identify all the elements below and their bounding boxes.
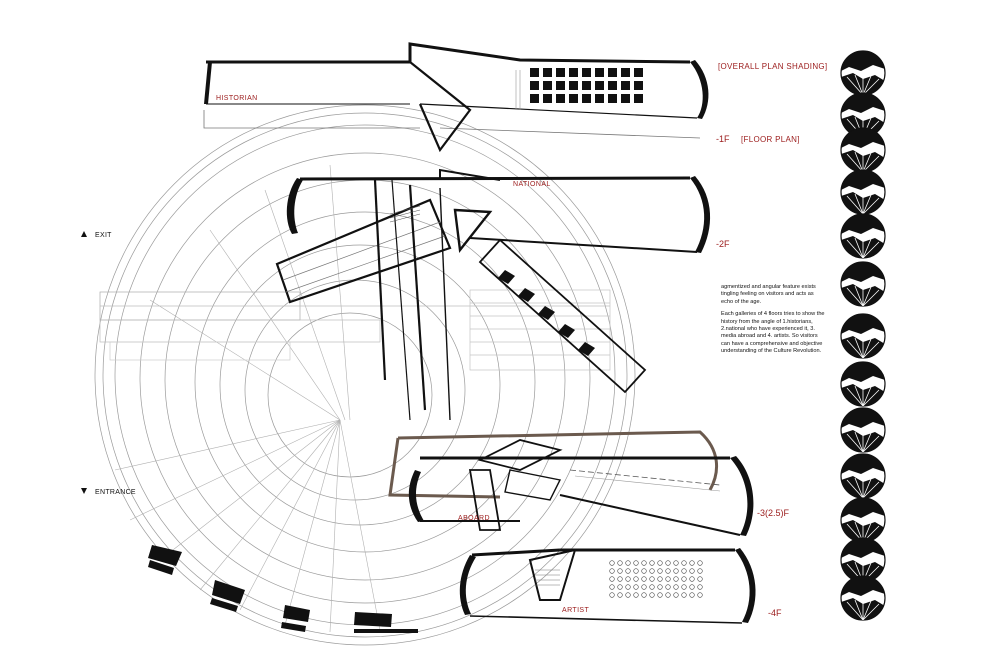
label-artist: ARTIST: [562, 607, 589, 614]
shading-disc: [841, 408, 885, 452]
description-paragraph-1: agmentized and angular feature exists ti…: [721, 284, 816, 305]
label-exit: EXIT: [95, 232, 112, 239]
description-paragraph-2: Each galleries of 4 floors tries to show…: [721, 311, 825, 355]
shading-disc: [841, 362, 885, 406]
shading-disc: [841, 51, 885, 95]
floor-1-window-grid: [530, 68, 643, 103]
floor-4-gallery: ARTIST: [459, 548, 756, 624]
shading-disc: [841, 262, 885, 306]
floor-3-gallery: ABOARD: [388, 430, 754, 536]
shading-disc: [841, 498, 885, 542]
shading-disc: [841, 576, 885, 620]
floor-label-1: -1F: [716, 134, 730, 144]
label-entrance: ENTRANCE: [95, 489, 136, 496]
entrance-wall-blocks: [148, 545, 418, 633]
label-national: NATIONAL: [513, 181, 551, 188]
description-text: agmentized and angular feature exists ti…: [721, 284, 827, 361]
floor-label-4: -4F: [768, 608, 782, 618]
triangle-down-icon: [81, 488, 87, 494]
shading-disc: [841, 170, 885, 214]
floor-1-gallery: HISTORIAN: [203, 42, 709, 153]
shading-disc: [841, 454, 885, 498]
floor-4-dot-grid: [609, 560, 703, 598]
label-historian: HISTORIAN: [216, 95, 258, 102]
triangle-up-icon: [81, 231, 87, 237]
entrance-marker: ENTRANCE: [81, 488, 136, 496]
heading-overall-plan-shading: [OVERALL PLAN SHADING]: [718, 62, 827, 71]
shading-disc: [841, 314, 885, 358]
heading-floor-plan: [FLOOR PLAN]: [741, 135, 800, 144]
shading-disc: [841, 214, 885, 258]
exit-marker: EXIT: [81, 231, 112, 239]
floor-label-2: -2F: [716, 239, 730, 249]
floor-2-gallery: NATIONAL: [275, 168, 711, 421]
shading-disc: [841, 128, 885, 172]
floor-label-3: -3(2.5)F: [757, 508, 790, 518]
label-aboard: ABOARD: [458, 515, 490, 522]
shading-study-column: [841, 51, 885, 620]
